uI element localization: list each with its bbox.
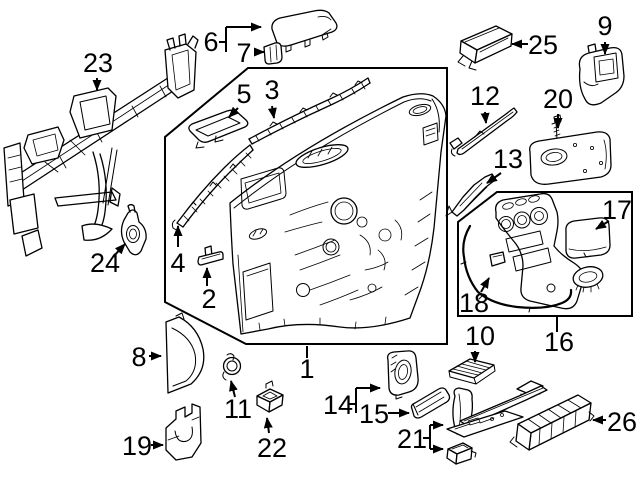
callout-17-arrow (595, 219, 610, 230)
callout-5-arrow (228, 106, 240, 118)
callout-label-10[interactable]: 10 (465, 321, 495, 351)
group-boxes (164, 67, 633, 345)
part-drawing-18-harness (460, 224, 573, 313)
callout-label-15[interactable]: 15 (359, 399, 389, 429)
part-drawing-7-clip (263, 42, 283, 65)
main-panel-group-box (164, 67, 448, 345)
console-group-box (457, 191, 633, 317)
part-drawing-3-trim-strip (248, 77, 371, 145)
callout-label-23[interactable]: 23 (83, 48, 113, 78)
callout-11-arrow (229, 380, 238, 398)
callout-label-13[interactable]: 13 (493, 144, 523, 174)
part-drawing-11-ring (222, 353, 242, 381)
part-drawing-9-end-panel (578, 43, 625, 106)
part-drawing-console-shifter-dish (572, 266, 604, 293)
callout-label-19[interactable]: 19 (122, 431, 152, 461)
callout-label-12[interactable]: 12 (470, 81, 500, 111)
callout-label-2[interactable]: 2 (201, 284, 216, 314)
part-drawing-8-side-trim (165, 312, 205, 394)
part-drawing-19-bracket (165, 403, 202, 461)
part-drawing-26-amplifier (509, 394, 595, 451)
callout-label-5[interactable]: 5 (236, 79, 251, 109)
callout-label-18[interactable]: 18 (459, 288, 489, 318)
callout-label-4[interactable]: 4 (170, 248, 185, 278)
part-drawing-24-bracket (120, 203, 147, 256)
part-drawing-13-fin (445, 173, 496, 217)
part-drawing-6-cover (271, 9, 338, 53)
callout-label-24[interactable]: 24 (90, 248, 120, 278)
part-drawing-12-strip (449, 107, 518, 157)
callout-18-arrow (480, 277, 490, 293)
callout-label-20[interactable]: 20 (543, 84, 573, 114)
callout-13-arrow (486, 172, 502, 184)
part-drawing-5-bezel (188, 109, 249, 149)
callout-label-25[interactable]: 25 (528, 30, 558, 60)
callout-label-7[interactable]: 7 (236, 38, 251, 68)
callout-3-arrow (267, 105, 277, 119)
part-drawing-23-crossbeam (3, 33, 199, 257)
part-drawing-25-module (457, 25, 513, 71)
callout-12-arrow (480, 111, 490, 124)
part-drawing-1-instrument-panel (229, 93, 447, 335)
part-drawing-14-vent (386, 350, 419, 400)
part-drawing-15-duct (410, 387, 451, 419)
callout-24-arrow (112, 243, 126, 258)
callout-label-14[interactable]: 14 (323, 390, 353, 420)
callout-label-3[interactable]: 3 (264, 75, 279, 105)
callout-label-6[interactable]: 6 (203, 27, 218, 57)
part-drawing-console-carrier (446, 380, 548, 438)
part-drawing-20-panel (529, 114, 612, 185)
callout-label-26[interactable]: 26 (607, 407, 637, 437)
callout-22-arrow (263, 417, 273, 434)
part-drawing-2-clip (197, 245, 224, 266)
part-drawing-22-switch (256, 380, 284, 413)
parts-artwork (3, 9, 625, 465)
part-drawing-21-box (446, 442, 477, 465)
callout-label-8[interactable]: 8 (131, 342, 146, 372)
callout-label-22[interactable]: 22 (257, 433, 287, 463)
callout-label-17[interactable]: 17 (602, 195, 632, 225)
callout-label-11[interactable]: 11 (224, 394, 252, 424)
part-drawing-10-grille (448, 358, 496, 385)
callout-label-21[interactable]: 21 (397, 424, 427, 454)
callout-label-16[interactable]: 16 (544, 327, 574, 357)
callout-label-1[interactable]: 1 (299, 354, 314, 384)
callout-label-9[interactable]: 9 (597, 11, 612, 41)
